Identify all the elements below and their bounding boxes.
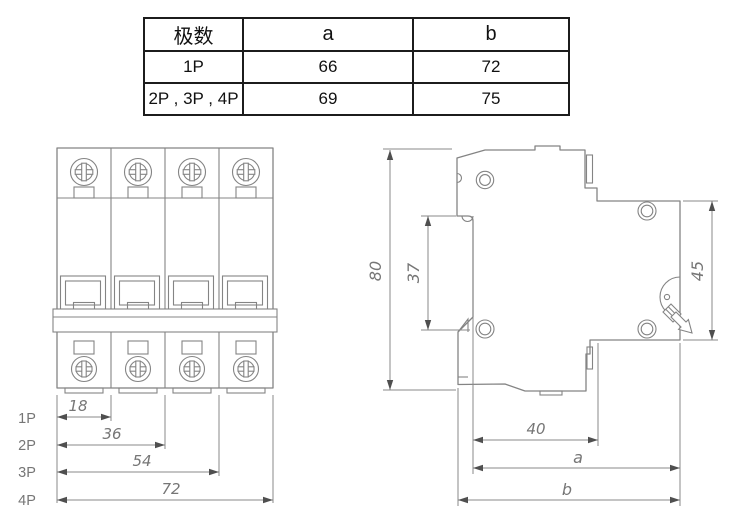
dim-width-1p: 18: [68, 397, 87, 415]
cell-poles: 2P , 3P , 4P: [143, 82, 244, 116]
din-clip-latch: [457, 317, 469, 333]
dim-width-2p: 36: [102, 425, 121, 443]
table-row: 1P 66 72: [143, 50, 570, 84]
header-b: b: [412, 17, 570, 52]
front-view-drawing: 18 1P 36 2P 54 3P 72 4P: [18, 147, 278, 509]
table-header-row: 极数 a b: [143, 17, 570, 52]
row-label-4p: 4P: [18, 493, 36, 509]
dim-width-3p: 54: [132, 452, 151, 470]
dim-front-height: 45: [688, 261, 707, 281]
table-row: 2P , 3P , 4P 69 75: [143, 82, 570, 116]
toggle-handle-side: [659, 276, 693, 334]
dim-width-4p: 72: [161, 480, 180, 498]
header-a: a: [242, 17, 414, 52]
handle-tie-bar: [52, 308, 278, 333]
side-view-drawing: 80 37 45 40: [366, 145, 718, 506]
rivet-icon: [637, 201, 657, 221]
rivet-icon: [475, 319, 495, 339]
dim-overall-height: 80: [366, 261, 385, 281]
cell-poles: 1P: [143, 50, 244, 84]
rivet-icon: [637, 319, 657, 339]
row-label-3p: 3P: [18, 465, 36, 481]
header-poles: 极数: [143, 17, 244, 52]
breaker-body-side: [456, 145, 681, 392]
pole-dimension-table: 极数 a b 1P 66 72 2P , 3P , 4P 69 75: [143, 17, 570, 116]
cell-a: 66: [242, 50, 414, 84]
cell-b: 75: [412, 82, 570, 116]
cell-a: 69: [242, 82, 414, 116]
row-label-2p: 2P: [18, 438, 36, 454]
cell-b: 72: [412, 50, 570, 84]
dim-depth-a: a: [573, 448, 583, 467]
rivet-icon: [475, 170, 495, 190]
dim-base-width: 40: [526, 420, 545, 438]
dim-din-recess: 37: [404, 262, 423, 283]
dim-depth-b: b: [562, 480, 572, 499]
row-label-1p: 1P: [18, 411, 36, 427]
